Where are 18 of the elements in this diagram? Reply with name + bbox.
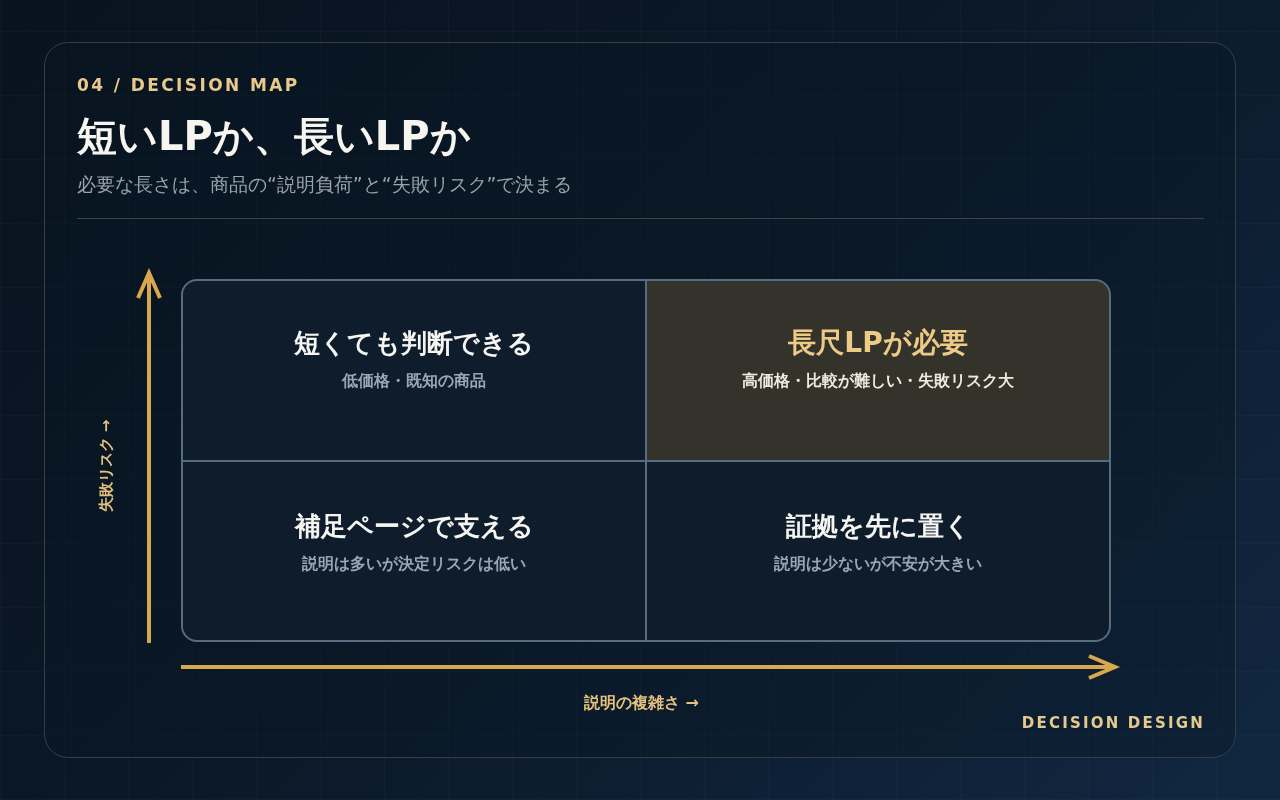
quadrant-heading: 短くても判断できる: [294, 327, 534, 360]
slide-title: 短いLPか、長いLPか: [77, 112, 471, 161]
quadrant-heading: 長尺LPが必要: [788, 325, 968, 361]
quadrant-cell: [183, 281, 645, 460]
quadrant-description: 説明は多いが決定リスクは低い: [302, 552, 526, 575]
quadrant-description: 説明は少ないが不安が大きい: [774, 552, 982, 575]
footer-text: DECISION DESIGN: [1021, 713, 1205, 734]
quadrant-heading: 補足ページで支える: [294, 509, 534, 543]
y-axis-label: 失敗リスク →: [96, 419, 116, 513]
quadrant-cell: [647, 461, 1109, 640]
quadrant-cell: [647, 281, 1109, 460]
quadrant-description: 高価格・比較が難しい・失敗リスク大: [742, 370, 1014, 392]
x-axis-label: 説明の複雑さ →: [584, 692, 699, 714]
quadrant-heading: 証拠を先に置く: [785, 509, 971, 543]
quadrant-description: 低価格・既知の商品: [342, 370, 486, 392]
section-eyebrow: 04 / DECISION MAP: [77, 74, 300, 97]
quadrant-cell: [183, 461, 645, 640]
subtitle: 必要な長さは、商品の“説明負荷”と“失敗リスク”で決まる: [77, 172, 573, 197]
